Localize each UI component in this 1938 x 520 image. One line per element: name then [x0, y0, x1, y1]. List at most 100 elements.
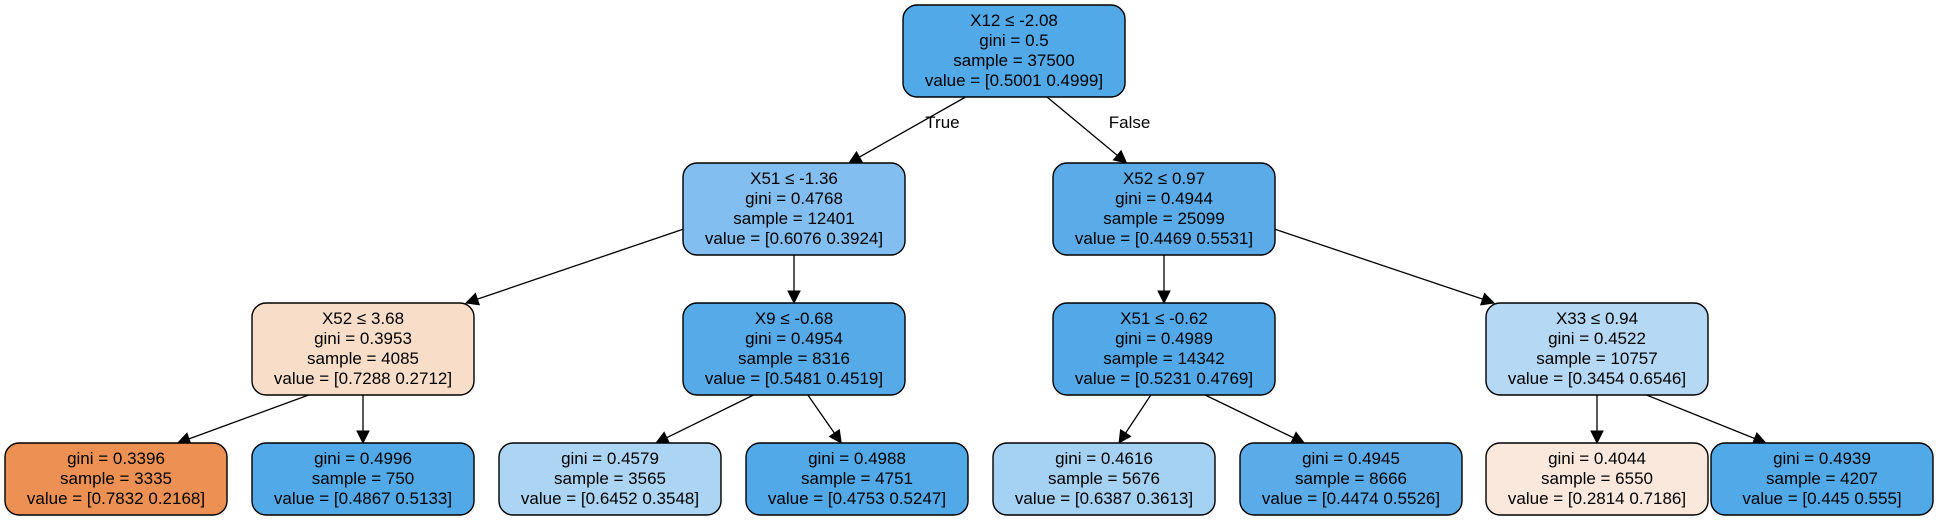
- edge-arrowhead: [787, 290, 801, 305]
- node-box: [682, 302, 906, 396]
- edge-line: [859, 96, 966, 158]
- node-text-line: X52 ≤ 3.68: [322, 309, 404, 328]
- edge-n5-n11: [1118, 394, 1152, 444]
- edge-line: [1274, 228, 1483, 300]
- node-text-line: value = [0.5001 0.4999]: [925, 71, 1103, 90]
- edge-line: [807, 394, 835, 434]
- node-text-line: sample = 3565: [554, 469, 666, 488]
- node-text-line: X33 ≤ 0.94: [1556, 309, 1638, 328]
- edge-arrowhead: [356, 430, 370, 445]
- node-text-line: value = [0.7288 0.2712]: [274, 369, 452, 388]
- edge-n6-n14: [1646, 394, 1767, 445]
- node-text-line: value = [0.5231 0.4769]: [1075, 369, 1253, 388]
- node-box: [1710, 442, 1934, 516]
- node-text-line: value = [0.6387 0.3613]: [1015, 489, 1193, 508]
- edge-n0-n1: True: [848, 96, 966, 164]
- node-text-line: sample = 5676: [1048, 469, 1160, 488]
- node-box: [745, 442, 969, 516]
- node-text-line: sample = 3335: [60, 469, 172, 488]
- node-text-line: X12 ≤ -2.08: [970, 11, 1058, 30]
- node-box: [4, 442, 228, 516]
- node-text-line: X51 ≤ -1.36: [750, 169, 838, 188]
- node-text-line: value = [0.445 0.555]: [1742, 489, 1901, 508]
- node-text-line: gini = 0.4939: [1773, 449, 1871, 468]
- edge-arrowhead: [828, 428, 842, 444]
- node-text-line: value = [0.7832 0.2168]: [27, 489, 205, 508]
- node-box: [498, 442, 722, 516]
- node-text-line: gini = 0.5: [979, 31, 1048, 50]
- node-box: [251, 442, 475, 516]
- node-text-line: gini = 0.4768: [745, 189, 843, 208]
- edge-arrowhead: [1118, 428, 1132, 444]
- node-text-line: gini = 0.3953: [314, 329, 412, 348]
- node-text-line: value = [0.4469 0.5531]: [1075, 229, 1253, 248]
- node-text-line: gini = 0.3396: [67, 449, 165, 468]
- edge-arrowhead: [1112, 149, 1128, 164]
- node-box: [902, 4, 1126, 98]
- node-text-line: sample = 8666: [1295, 469, 1407, 488]
- edge-n4-n9: [654, 394, 754, 444]
- node-text-line: gini = 0.4579: [561, 449, 659, 468]
- edge-arrowhead: [1157, 290, 1171, 305]
- edge-n0-n2: False: [1046, 96, 1151, 164]
- node-box: [1052, 162, 1276, 256]
- node-text-line: X9 ≤ -0.68: [755, 309, 833, 328]
- node-text-line: sample = 6550: [1541, 469, 1653, 488]
- node-box: [1485, 302, 1709, 396]
- node-text-line: gini = 0.4988: [808, 449, 906, 468]
- edge-line: [1646, 394, 1755, 440]
- edge-line: [1046, 96, 1118, 156]
- edge-n3-n8: [356, 395, 370, 445]
- node-text-line: sample = 750: [312, 469, 415, 488]
- edge-n4-n10: [807, 394, 842, 444]
- node-text-line: value = [0.6076 0.3924]: [705, 229, 883, 248]
- edge-n2-n5: [1157, 255, 1171, 305]
- edge-line: [188, 394, 309, 440]
- node-text-line: gini = 0.4996: [314, 449, 412, 468]
- node-text-line: value = [0.5481 0.4519]: [705, 369, 883, 388]
- node-text-line: value = [0.4867 0.5133]: [274, 489, 452, 508]
- edge-line: [477, 228, 684, 300]
- node-box: [1052, 302, 1276, 396]
- edge-n3-n7: [176, 394, 309, 446]
- edge-label-false: False: [1109, 113, 1151, 132]
- node-text-line: gini = 0.4944: [1115, 189, 1213, 208]
- node-text-line: value = [0.4753 0.5247]: [768, 489, 946, 508]
- node-text-line: gini = 0.4945: [1302, 449, 1400, 468]
- node-text-line: X52 ≤ 0.97: [1123, 169, 1205, 188]
- edge-n6-n13: [1590, 395, 1604, 445]
- node-box: [1239, 442, 1463, 516]
- node-text-line: value = [0.3454 0.6546]: [1508, 369, 1686, 388]
- node-text-line: value = [0.2814 0.7186]: [1508, 489, 1686, 508]
- node-text-line: gini = 0.4044: [1548, 449, 1646, 468]
- edge-arrowhead: [464, 292, 481, 306]
- edge-arrowhead: [848, 150, 864, 164]
- edge-line: [666, 394, 754, 439]
- edge-line: [1125, 394, 1152, 434]
- edge-label-true: True: [925, 113, 959, 132]
- node-text-line: gini = 0.4954: [745, 329, 843, 348]
- node-text-line: value = [0.6452 0.3548]: [521, 489, 699, 508]
- node-text-line: sample = 37500: [953, 51, 1074, 70]
- node-text-line: gini = 0.4989: [1115, 329, 1213, 348]
- node-text-line: sample = 4207: [1766, 469, 1878, 488]
- node-text-line: sample = 12401: [733, 209, 854, 228]
- edge-arrowhead: [1590, 430, 1604, 445]
- node-box: [1485, 442, 1709, 516]
- node-text-line: sample = 10757: [1536, 349, 1657, 368]
